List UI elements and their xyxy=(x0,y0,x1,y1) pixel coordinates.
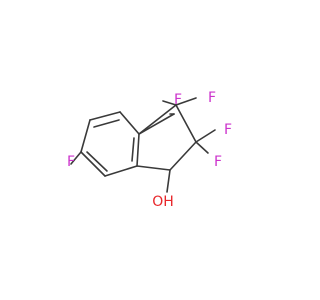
bond-c2-f2b xyxy=(195,141,209,154)
bond-ring-top xyxy=(119,111,140,135)
bond-c1-oh xyxy=(166,169,171,193)
bond-c3-c2 xyxy=(175,104,197,143)
atom-f-6: F xyxy=(67,154,75,170)
bond-c2-c1 xyxy=(169,141,197,171)
bond-double-upper xyxy=(93,119,120,128)
bond-c3a-c3 xyxy=(138,104,177,135)
bond-c2-f2a xyxy=(195,129,216,143)
molecule-structure: F F F F F OH xyxy=(67,90,232,210)
bond-double-lower xyxy=(86,151,108,172)
atom-f-3a: F xyxy=(174,92,182,108)
bond-c6-f6 xyxy=(70,151,82,165)
bond-ring-left xyxy=(80,119,91,153)
bond-lines xyxy=(70,97,216,193)
bond-ring-bottom xyxy=(104,165,138,177)
atom-f-3b: F xyxy=(208,90,216,106)
atom-oh: OH xyxy=(152,194,174,210)
bond-c3-f3a xyxy=(162,100,177,106)
bond-ring-right xyxy=(136,133,140,167)
atom-f-2b: F xyxy=(214,154,222,170)
atom-labels: F F F F F OH xyxy=(67,90,232,210)
atom-f-2a: F xyxy=(224,122,232,138)
bond-double-right xyxy=(131,137,135,162)
bond-c3a-c4 xyxy=(138,113,175,135)
bond-ring-lower-left xyxy=(80,151,106,177)
bond-ring-upper-left xyxy=(89,111,121,121)
bond-c3-f3b xyxy=(175,97,197,106)
bond-c1-c7a xyxy=(136,165,171,171)
